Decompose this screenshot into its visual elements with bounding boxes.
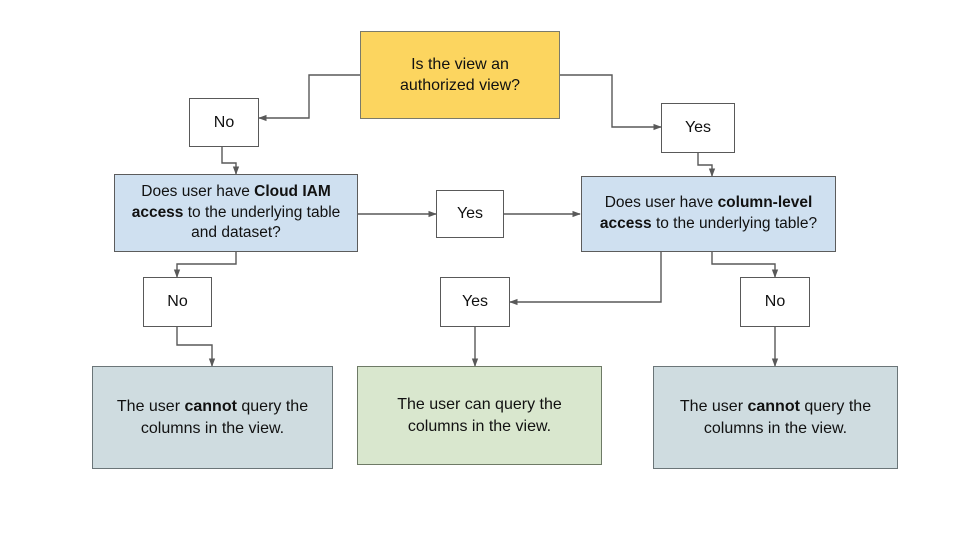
result-left-text: The user cannot query the columns in the… — [116, 398, 309, 437]
branch-label-no-bottom[interactable]: No — [740, 277, 810, 327]
edge-no-top-to-iam — [221, 147, 240, 175]
result-right-text: The user cannot query the columns in the… — [679, 398, 872, 437]
decision-cloud-iam-access[interactable]: Does user have Cloud IAM access to the u… — [114, 174, 358, 252]
edge-iam-to-no-middle — [173, 252, 237, 278]
result-middle-text: The user can query the columns in the vi… — [397, 396, 562, 435]
edge-start-to-no-top — [258, 74, 360, 122]
decision-cloud-iam-text: Does user have Cloud IAM access to the u… — [131, 183, 341, 242]
result-right-cannot-query[interactable]: The user cannot query the columns in the… — [653, 366, 898, 469]
branch-label-no-middle[interactable]: No — [143, 277, 212, 327]
decision-start-text: Is the view an authorized view? — [399, 55, 521, 94]
result-middle-can-query[interactable]: The user can query the columns in the vi… — [357, 366, 602, 465]
edge-column-to-no-bottom — [711, 252, 779, 278]
edge-start-to-yes-top — [560, 74, 662, 131]
edge-column-to-yes-bottom — [509, 252, 662, 306]
edge-no-middle-to-result-left — [176, 327, 216, 367]
decision-column-level-text: Does user have column-level access to th… — [599, 194, 818, 232]
branch-label-yes-top[interactable]: Yes — [661, 103, 735, 153]
branch-label-no-top[interactable]: No — [189, 98, 259, 147]
decision-start-authorized-view[interactable]: Is the view an authorized view? — [360, 31, 560, 119]
edge-yes-top-to-column — [697, 153, 716, 177]
branch-label-yes-bottom[interactable]: Yes — [440, 277, 510, 327]
decision-column-level-access[interactable]: Does user have column-level access to th… — [581, 176, 836, 252]
result-left-cannot-query[interactable]: The user cannot query the columns in the… — [92, 366, 333, 469]
branch-label-yes-middle[interactable]: Yes — [436, 190, 504, 238]
